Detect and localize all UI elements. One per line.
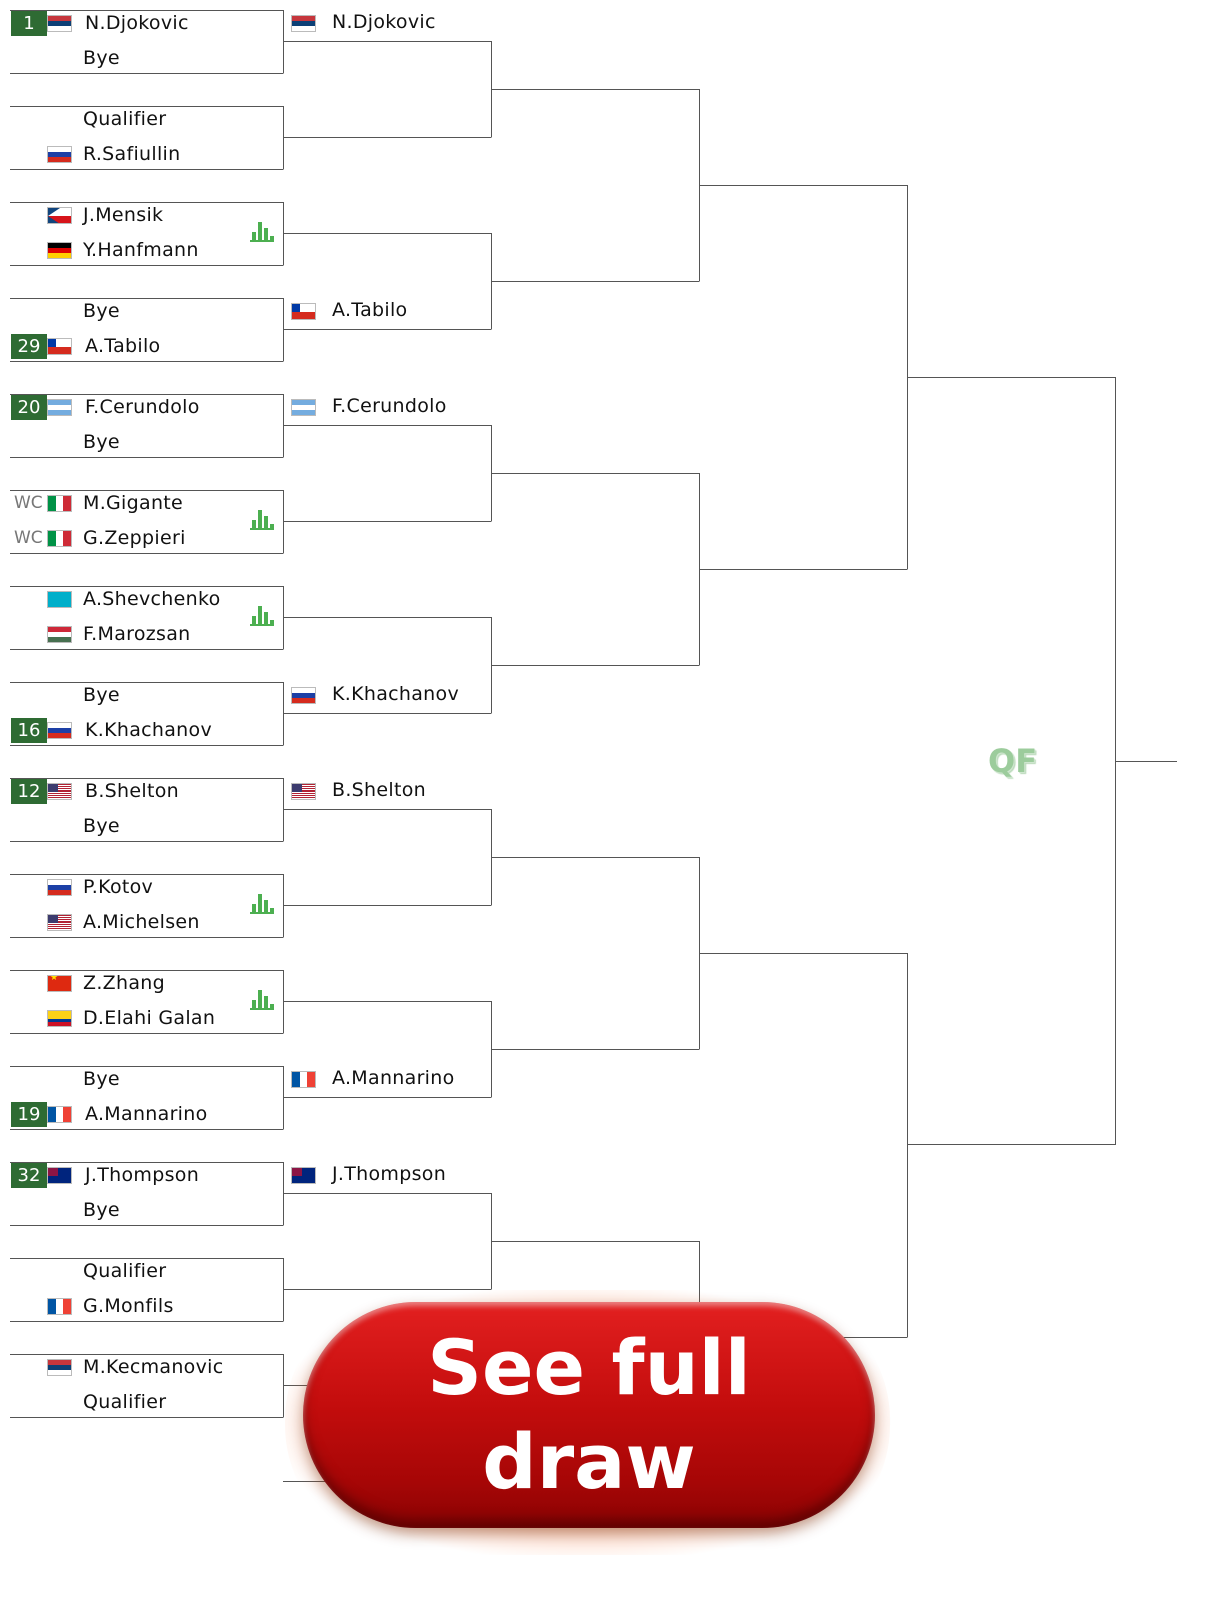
- cz-flag-icon: [47, 207, 72, 224]
- fr-flag-icon: [291, 1071, 316, 1088]
- player-name[interactable]: Qualifier: [83, 1260, 167, 1282]
- ru-flag-icon: [291, 687, 316, 704]
- player-name[interactable]: Bye: [83, 300, 120, 322]
- round2-player-name[interactable]: B.Shelton: [332, 779, 426, 801]
- round2-player-name[interactable]: A.Mannarino: [332, 1067, 455, 1089]
- ar-flag-icon: [291, 399, 316, 416]
- seed-badge: 12: [11, 779, 47, 804]
- player-name[interactable]: G.Monfils: [83, 1295, 174, 1317]
- player-name[interactable]: K.Khachanov: [85, 719, 212, 741]
- round-label-qf: QF: [988, 742, 1038, 780]
- seed-badge: 1: [11, 11, 47, 36]
- player-name[interactable]: J.Thompson: [85, 1164, 200, 1186]
- player-name[interactable]: Bye: [83, 815, 120, 837]
- player-name[interactable]: A.Michelsen: [83, 911, 200, 933]
- round2-player-name[interactable]: N.Djokovic: [332, 11, 436, 33]
- wildcard-label: WC: [14, 528, 43, 548]
- bar-chart-icon[interactable]: [250, 220, 274, 242]
- player-name[interactable]: A.Shevchenko: [83, 588, 221, 610]
- fr-flag-icon: [47, 1298, 72, 1315]
- ru-flag-icon: [47, 722, 72, 739]
- player-name[interactable]: Bye: [83, 684, 120, 706]
- player-name[interactable]: Y.Hanfmann: [83, 239, 199, 261]
- kz-flag-icon: [47, 591, 72, 608]
- player-name[interactable]: M.Kecmanovic: [83, 1356, 224, 1378]
- seed-badge: 19: [11, 1102, 47, 1127]
- player-name[interactable]: Qualifier: [83, 1391, 167, 1413]
- rs-flag-icon: [47, 15, 72, 32]
- seed-badge: 20: [11, 395, 47, 420]
- player-name[interactable]: A.Tabilo: [85, 335, 161, 357]
- player-name[interactable]: F.Marozsan: [83, 623, 191, 645]
- bar-chart-icon[interactable]: [250, 892, 274, 914]
- cl-flag-icon: [47, 338, 72, 355]
- it-flag-icon: [47, 530, 72, 547]
- player-name[interactable]: B.Shelton: [85, 780, 179, 802]
- player-name[interactable]: Qualifier: [83, 108, 167, 130]
- rs-flag-icon: [291, 15, 316, 32]
- player-name[interactable]: J.Mensik: [83, 204, 164, 226]
- player-name[interactable]: N.Djokovic: [85, 12, 189, 34]
- co-flag-icon: [47, 1010, 72, 1027]
- bar-chart-icon[interactable]: [250, 604, 274, 626]
- player-name[interactable]: Bye: [83, 1199, 120, 1221]
- cta-line-2: draw: [482, 1417, 696, 1506]
- au-flag-icon: [47, 1167, 72, 1184]
- it-flag-icon: [47, 495, 72, 512]
- round2-player-name[interactable]: A.Tabilo: [332, 299, 408, 321]
- au-flag-icon: [291, 1167, 316, 1184]
- player-name[interactable]: F.Cerundolo: [85, 396, 200, 418]
- fr-flag-icon: [47, 1106, 72, 1123]
- player-name[interactable]: G.Zeppieri: [83, 527, 186, 549]
- us-flag-icon: [47, 783, 72, 800]
- hu-flag-icon: [47, 626, 72, 643]
- us-flag-icon: [291, 783, 316, 800]
- round2-player-name[interactable]: F.Cerundolo: [332, 395, 447, 417]
- player-name[interactable]: R.Safiullin: [83, 143, 181, 165]
- wildcard-label: WC: [14, 493, 43, 513]
- seed-badge: 16: [11, 718, 47, 743]
- player-name[interactable]: A.Mannarino: [85, 1103, 208, 1125]
- round2-player-name[interactable]: K.Khachanov: [332, 683, 459, 705]
- ru-flag-icon: [47, 879, 72, 896]
- bar-chart-icon[interactable]: [250, 988, 274, 1010]
- cn-flag-icon: ★: [47, 975, 72, 992]
- ru-flag-icon: [47, 146, 72, 163]
- player-name[interactable]: M.Gigante: [83, 492, 184, 514]
- round2-player-name[interactable]: J.Thompson: [332, 1163, 447, 1185]
- player-name[interactable]: Z.Zhang: [83, 972, 165, 994]
- player-name[interactable]: Bye: [83, 1068, 120, 1090]
- seed-badge: 32: [11, 1163, 47, 1188]
- us-flag-icon: [47, 914, 72, 931]
- player-name[interactable]: Bye: [83, 47, 120, 69]
- ar-flag-icon: [47, 399, 72, 416]
- seed-badge: 29: [11, 334, 47, 359]
- player-name[interactable]: P.Kotov: [83, 876, 154, 898]
- player-name[interactable]: D.Elahi Galan: [83, 1007, 216, 1029]
- bar-chart-icon[interactable]: [250, 508, 274, 530]
- see-full-draw-button[interactable]: See full draw: [303, 1302, 875, 1528]
- cl-flag-icon: [291, 303, 316, 320]
- de-flag-icon: [47, 242, 72, 259]
- cta-line-1: See full: [427, 1323, 751, 1412]
- player-name[interactable]: Bye: [83, 431, 120, 453]
- rs-flag-icon: [47, 1359, 72, 1376]
